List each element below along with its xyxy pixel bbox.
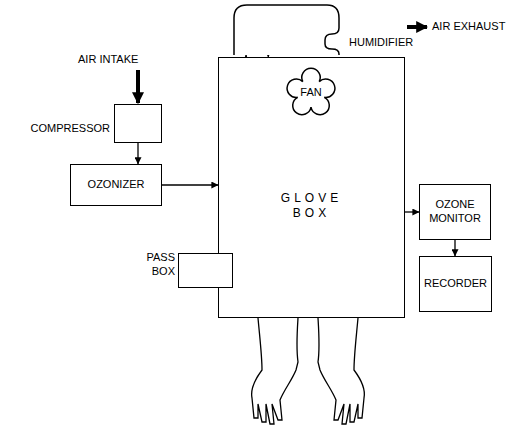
compressor-box: COMPRESSOR [114,104,162,143]
glove-box: FAN GLOVE BOX [218,57,405,318]
node-label: PASS BOX [146,251,175,279]
glove [318,318,364,424]
air-exhaust-label: AIR EXHAUST [432,20,505,32]
node-label: COMPRESSOR [31,122,110,136]
humidifier-unit: HUMIDIFIER [233,4,340,55]
flow-arrow [137,143,138,164]
ozone-monitor-box: OZONE MONITOR [419,184,491,240]
node-label: FAN [300,86,321,100]
recorder-box: RECORDER [419,256,492,312]
fan-symbol: FAN [285,68,337,118]
node-label: OZONIZER [88,178,145,192]
humidifier-outline [233,4,340,55]
node-label: HUMIDIFIER [349,36,413,50]
humidifier-outline [234,5,339,55]
fan-outline [287,68,335,114]
intake-arrow [136,70,140,103]
flow-arrow [162,184,218,185]
node-label: RECORDER [424,277,487,291]
air-intake-label: AIR INTAKE [78,53,138,65]
flow-arrow [405,211,419,212]
glove [252,318,298,424]
ozonizer-box: OZONIZER [70,164,162,206]
node-label: OZONE MONITOR [425,198,485,226]
gloves [252,318,365,424]
exhaust-arrow [407,25,427,29]
node-label: GLOVE BOX [272,191,352,221]
flow-arrow [454,240,455,256]
pass-box: PASS BOX [178,253,233,288]
